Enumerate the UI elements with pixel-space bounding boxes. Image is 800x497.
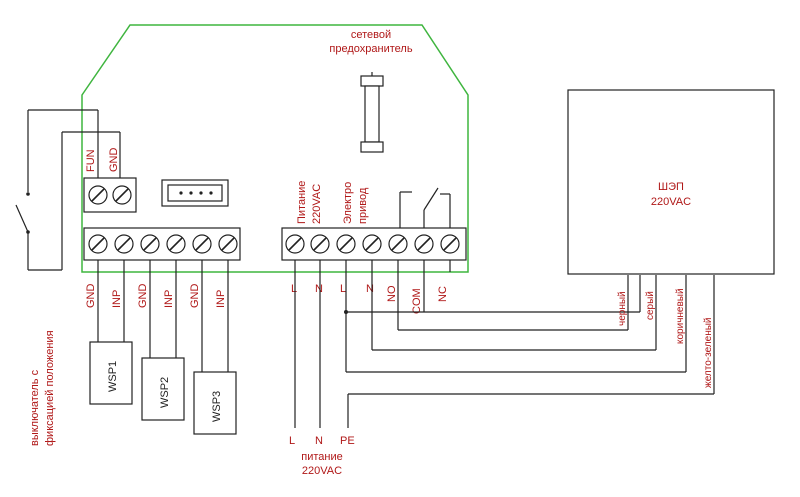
sensor-screws <box>88 234 238 254</box>
switch-caption-2: фиксацией положения <box>44 330 56 446</box>
terminal-block-fun <box>83 177 137 213</box>
sensor-wsp2: WSP2 <box>141 357 185 421</box>
term-label-inp-3: INP <box>215 290 227 308</box>
sensor-screw-slot-1 <box>91 237 105 251</box>
fun-label: FUN <box>85 149 97 172</box>
sensor-screw-slot-3 <box>143 237 157 251</box>
term-label-inp-2: INP <box>163 290 175 308</box>
power-screw-slot-6 <box>417 237 431 251</box>
term-label-n-2: N <box>366 283 374 295</box>
term-label-l-2: L <box>340 283 346 295</box>
relay-contact <box>399 187 451 228</box>
wire-color-brown: коричневый <box>675 288 686 344</box>
term-label-n-1: N <box>315 283 323 295</box>
shep-label-1: ШЭП <box>658 181 684 193</box>
supply-n: N <box>315 435 323 447</box>
power-in-label-1: Питание <box>296 181 308 224</box>
sensor-screw-slot-2 <box>117 237 131 251</box>
terminal-block-sensors <box>83 227 241 261</box>
sensor-screw-slot-6 <box>221 237 235 251</box>
controller-board-outline <box>81 24 469 273</box>
term-label-inp-1: INP <box>111 290 123 308</box>
term-label-gnd-2: GND <box>137 284 149 309</box>
sensor-screw-slot-5 <box>195 237 209 251</box>
drive-label-1: Электро <box>342 182 354 224</box>
fuse-label-line2: предохранитель <box>329 43 412 55</box>
sensor-wsp3: WSP3 <box>193 371 237 435</box>
supply-caption-2: 220VAC <box>302 465 342 477</box>
supply-l: L <box>289 435 295 447</box>
term-label-l-1: L <box>291 283 297 295</box>
wire-color-yellow-green: желто-зеленый <box>703 317 714 388</box>
term-label-gnd-3: GND <box>189 284 201 309</box>
term-label-no: NO <box>386 285 398 302</box>
drive-label-2: привод <box>357 187 369 224</box>
sensor-wsp1-label: WSP1 <box>107 361 119 392</box>
fuse <box>360 72 384 153</box>
position-switch <box>15 109 121 271</box>
switch-caption-1: выключатель с <box>29 369 41 446</box>
term-label-com: COM <box>411 288 423 314</box>
gnd-top-label: GND <box>108 148 120 173</box>
supply-pe: PE <box>340 435 355 447</box>
wire-color-black: черный <box>617 291 628 326</box>
shep-label-2: 220VAC <box>651 196 691 208</box>
sensor-wsp2-label: WSP2 <box>159 377 171 408</box>
power-screw-slot-5 <box>391 237 405 251</box>
power-screw-slot-2 <box>313 237 327 251</box>
power-screws <box>285 234 460 254</box>
supply-caption-1: питание <box>301 451 342 463</box>
wire-color-grey: серый <box>645 291 656 320</box>
power-wires <box>294 260 715 428</box>
power-screw-slot-4 <box>365 237 379 251</box>
sensor-screw-slot-4 <box>169 237 183 251</box>
shep-box <box>567 89 775 275</box>
power-screw-slot-1 <box>288 237 302 251</box>
power-screw-slot-7 <box>443 237 457 251</box>
term-label-gnd-1: GND <box>85 284 97 309</box>
term-label-nc: NC <box>437 286 449 302</box>
pin-connector <box>161 179 229 207</box>
sensor-wsp3-label: WSP3 <box>211 391 223 422</box>
sensor-wires <box>97 260 229 372</box>
fuse-label-line1: сетевой <box>351 29 391 41</box>
power-screw-slot-3 <box>339 237 353 251</box>
power-in-label-2: 220VAC <box>311 184 323 224</box>
sensor-wsp1: WSP1 <box>89 341 133 405</box>
